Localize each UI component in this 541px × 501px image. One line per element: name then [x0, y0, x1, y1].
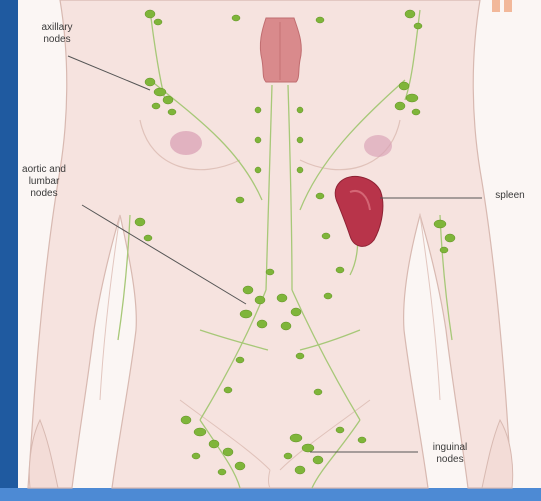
- node: [445, 234, 455, 242]
- node: [145, 78, 155, 86]
- node: [284, 453, 292, 459]
- node: [406, 94, 418, 102]
- node: [336, 267, 344, 273]
- node: [223, 448, 233, 456]
- corner-accent-2: [504, 0, 512, 12]
- node: [144, 235, 152, 241]
- node: [324, 293, 332, 299]
- node: [154, 88, 166, 96]
- node: [257, 320, 267, 328]
- node: [297, 167, 303, 173]
- node: [297, 137, 303, 143]
- node: [399, 82, 409, 90]
- node: [236, 357, 244, 363]
- node: [255, 296, 265, 304]
- node: [358, 437, 366, 443]
- node: [163, 96, 173, 104]
- node: [255, 167, 261, 173]
- node: [255, 137, 261, 143]
- node: [135, 218, 145, 226]
- node: [152, 103, 160, 109]
- node: [181, 416, 191, 424]
- node: [154, 19, 162, 25]
- node: [240, 310, 252, 318]
- node: [295, 466, 305, 474]
- node: [243, 286, 253, 294]
- node: [281, 322, 291, 330]
- node: [145, 10, 155, 18]
- right-nipple: [364, 135, 392, 157]
- node: [168, 109, 176, 115]
- label-axillary-nodes: axillary nodes: [30, 22, 84, 46]
- node: [395, 102, 405, 110]
- node: [405, 10, 415, 18]
- node: [236, 197, 244, 203]
- label-aortic-lumbar-nodes: aortic and lumbar nodes: [8, 164, 80, 200]
- node: [316, 17, 324, 23]
- node: [224, 387, 232, 393]
- node: [412, 109, 420, 115]
- bottom-bar: [0, 488, 541, 501]
- node: [336, 427, 344, 433]
- node: [266, 269, 274, 275]
- node: [296, 353, 304, 359]
- thymus: [260, 18, 301, 82]
- node: [277, 294, 287, 302]
- label-spleen: spleen: [484, 190, 536, 202]
- label-inguinal-nodes: inguinal nodes: [418, 442, 482, 466]
- node: [434, 220, 446, 228]
- corner-accent-1: [492, 0, 500, 12]
- node: [194, 428, 206, 436]
- node: [322, 233, 330, 239]
- node: [290, 434, 302, 442]
- left-nipple: [170, 131, 202, 155]
- node: [291, 308, 301, 316]
- node: [232, 15, 240, 21]
- node: [313, 456, 323, 464]
- node: [316, 193, 324, 199]
- node: [235, 462, 245, 470]
- node: [414, 23, 422, 29]
- node: [302, 444, 314, 452]
- node: [440, 247, 448, 253]
- node: [255, 107, 261, 113]
- node: [192, 453, 200, 459]
- node: [297, 107, 303, 113]
- node: [218, 469, 226, 475]
- node: [209, 440, 219, 448]
- side-bar: [0, 0, 18, 501]
- node: [314, 389, 322, 395]
